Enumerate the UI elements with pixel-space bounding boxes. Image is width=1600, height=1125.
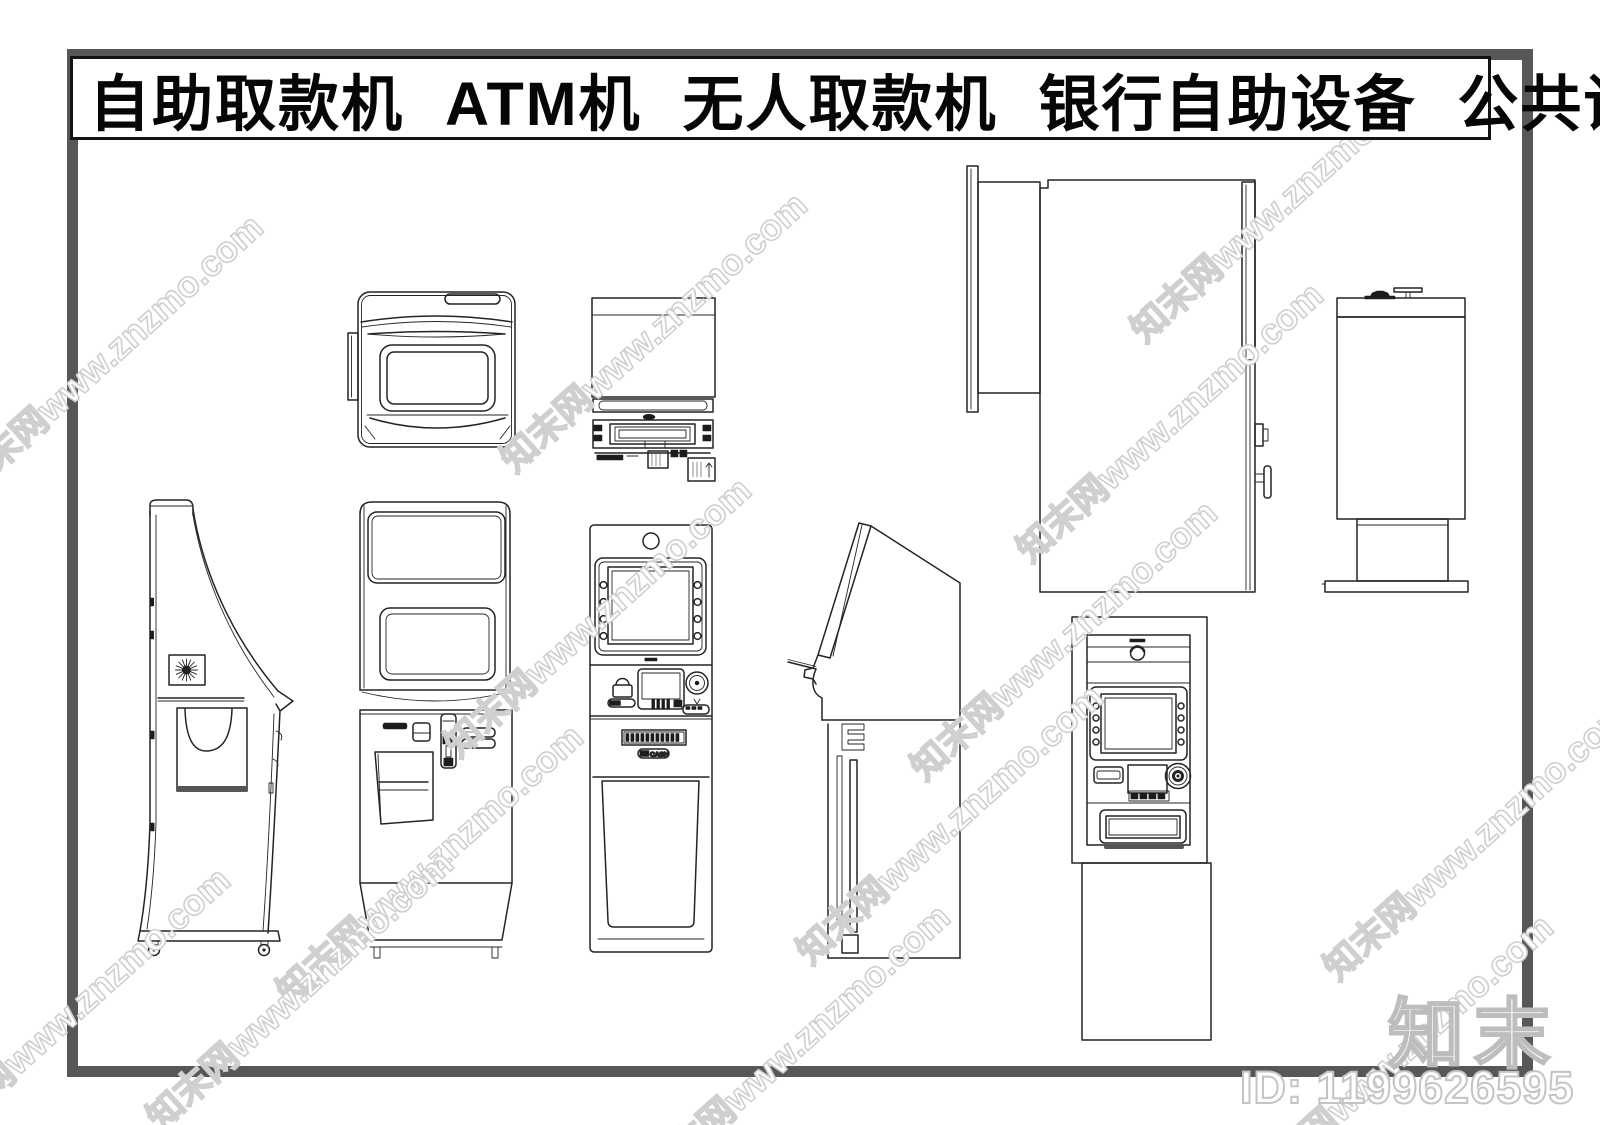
drawing-tilted-terminal-side-view [787,522,961,959]
drawing-wall-atm-front-view [1071,616,1212,1041]
sheet-title-bar: 自助取款机 ATM机 无人取款机 银行自助设备 公共设施 [70,56,1600,140]
drawing-terminal-front-view: CASH [589,524,713,953]
drawing-atm-front-view [359,501,513,959]
drawing-safe-pedestal-side-view [1321,287,1469,593]
sheet-border-frame [67,49,1533,1077]
drawing-kiosk-side-view [137,499,294,957]
drawing-through-wall-atm-plan-view [966,165,1272,593]
drawing-atm-top-view [347,291,516,448]
cash-slot-label: CASH [650,752,669,759]
sheet-title: 自助取款机 ATM机 无人取款机 银行自助设备 公共设施 [89,69,1600,138]
image-id-label: ID: 1199626595 [1239,1061,1575,1114]
znzmo-logo: 知末 [1387,992,1560,1080]
drawing-terminal-top-view [591,297,716,482]
